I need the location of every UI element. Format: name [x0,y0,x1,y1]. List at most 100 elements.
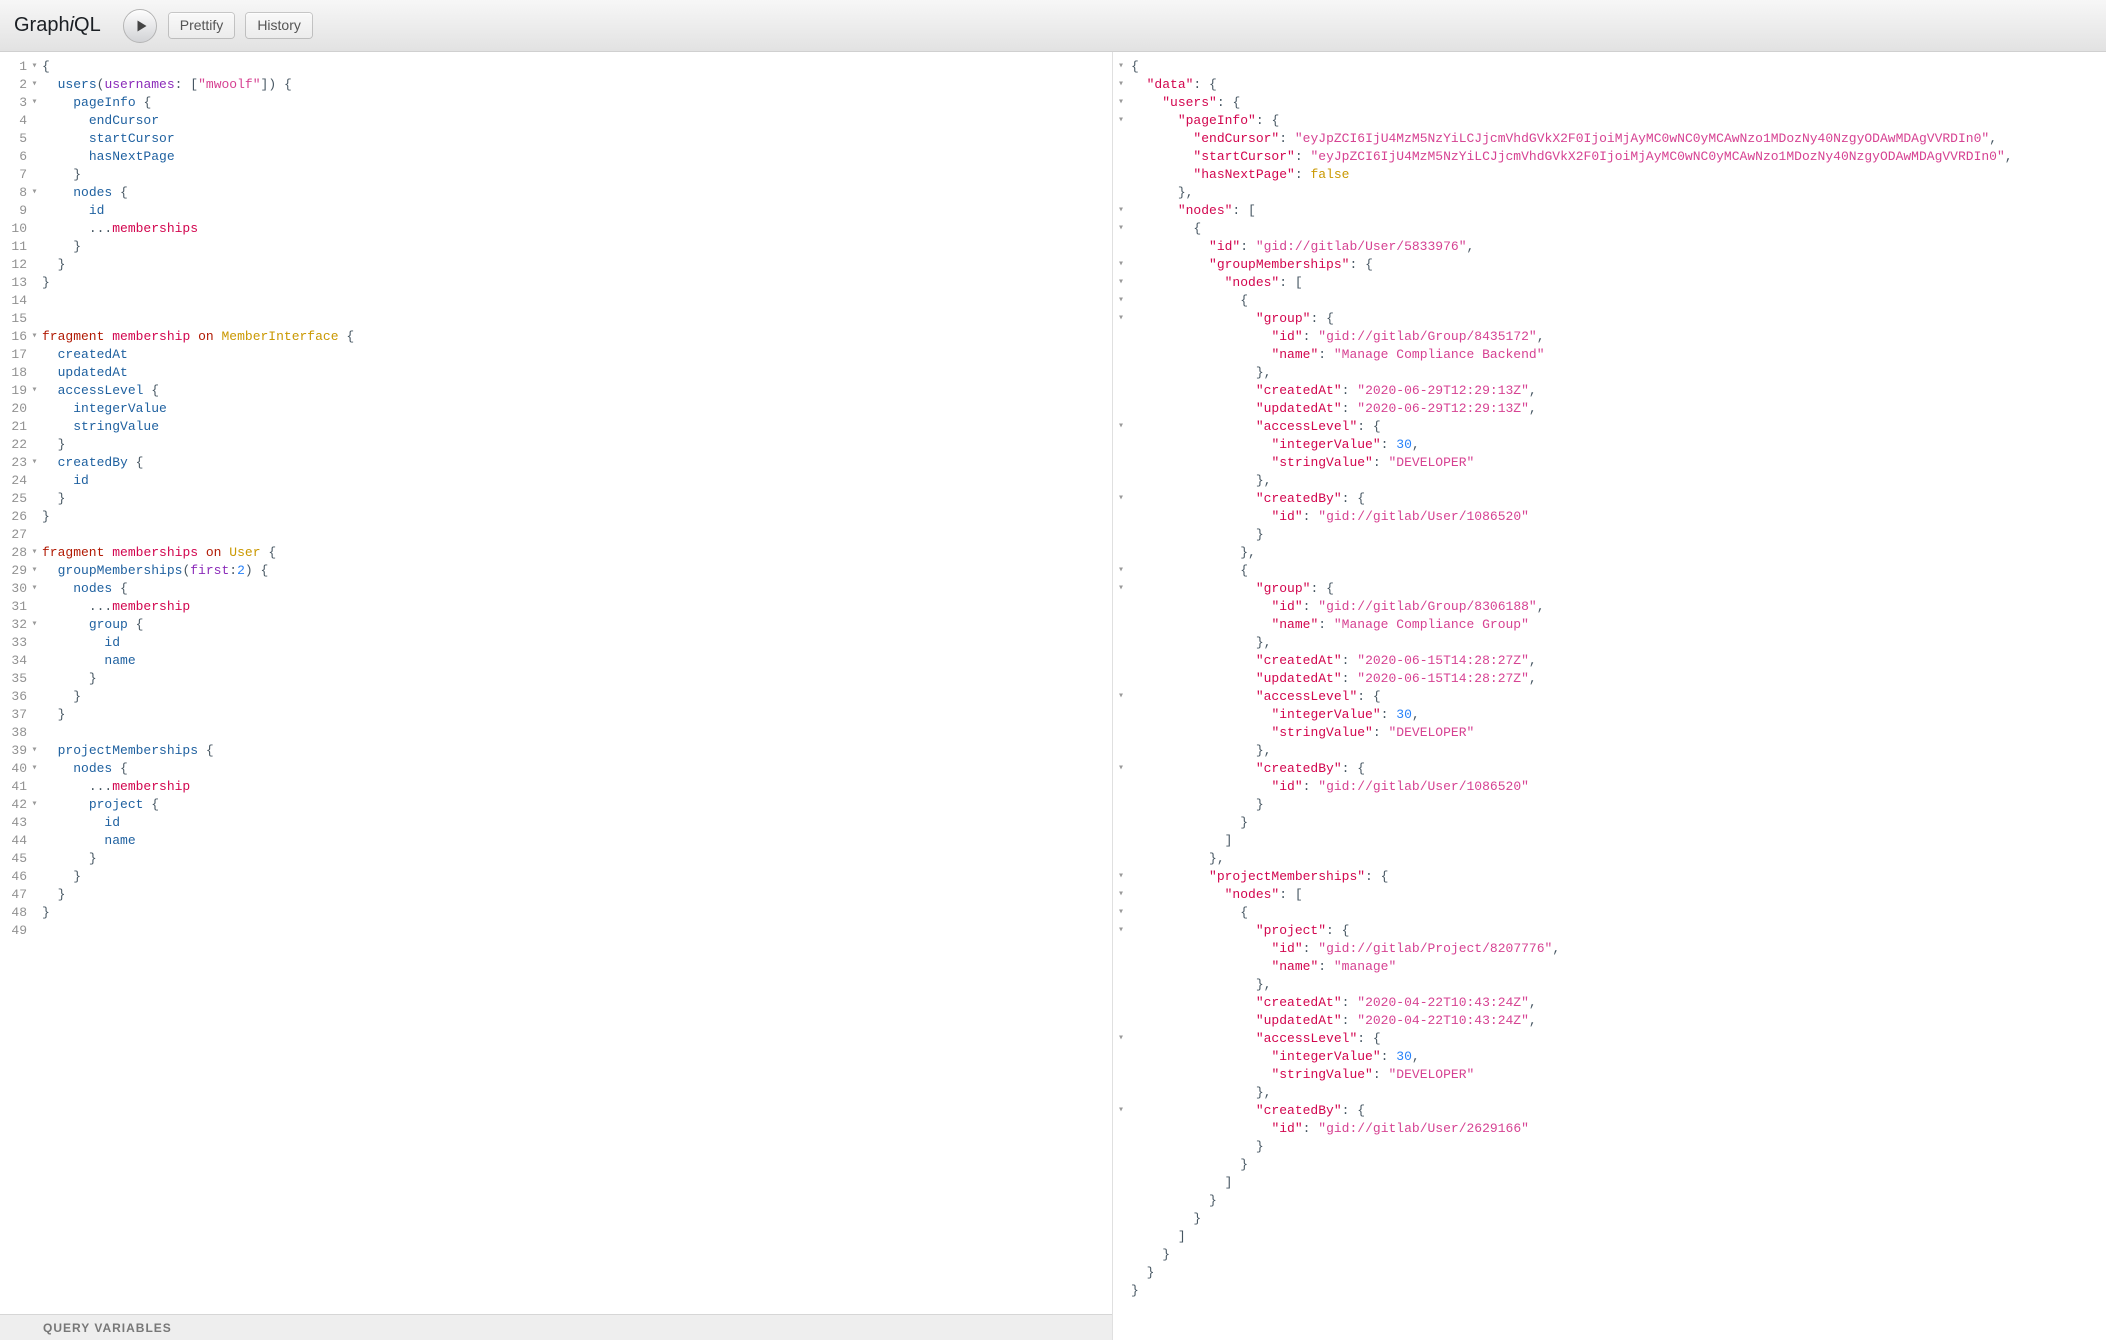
fold-toggle-icon[interactable]: ▾ [1117,259,1125,270]
fold-gutter-spacer [1113,1174,1129,1192]
fold-toggle-icon[interactable]: ▾ [31,79,38,90]
fold-toggle-icon[interactable]: ▾ [1117,1033,1125,1044]
code-text: nodes { [73,185,128,200]
code-text: }, [1240,545,1256,560]
fold-toggle-icon[interactable]: ▾ [1117,871,1125,882]
fold-gutter-spacer [1113,1138,1129,1156]
query-variables-bar[interactable]: QUERY VARIABLES [0,1314,1112,1340]
fold-toggle-icon[interactable]: ▾ [1117,115,1125,126]
history-button[interactable]: History [246,13,312,38]
fold-toggle-icon[interactable]: ▾ [1117,493,1125,504]
fold-gutter-spacer [27,166,42,184]
code-text: } [1240,815,1249,830]
fold-toggle-icon[interactable]: ▾ [1117,907,1125,918]
result-line: ▾ "nodes": [ [1113,202,2106,220]
fold-toggle-icon[interactable]: ▾ [1117,79,1125,90]
fold-gutter-spacer [27,850,42,868]
editor-line: 41 ...membership [0,778,1112,796]
result-line: ▾ "createdBy": { [1113,760,2106,778]
line-number: 23 [11,455,27,470]
query-editor-lines: 1▾{2▾ users(usernames: ["mwoolf"]) {3▾ p… [0,58,1112,940]
fold-toggle-icon[interactable]: ▾ [31,619,38,630]
code-text: endCursor [88,113,160,128]
code-text: nodes { [73,761,128,776]
editor-line: 47 } [0,886,1112,904]
fold-toggle-icon[interactable]: ▾ [31,745,38,756]
editor-line: 14 [0,292,1112,310]
fold-toggle-icon[interactable]: ▾ [31,97,38,108]
fold-gutter-spacer [1113,634,1129,652]
fold-toggle-icon[interactable]: ▾ [31,385,38,396]
fold-gutter-spacer [27,400,42,418]
editor-line: 48} [0,904,1112,922]
fold-toggle-icon[interactable]: ▾ [1117,763,1125,774]
line-number: 27 [11,527,27,542]
result-line: ▾{ [1113,58,2106,76]
execute-query-button[interactable] [122,8,157,43]
code-text: } [57,491,66,506]
fold-toggle-icon[interactable]: ▾ [1117,313,1125,324]
result-line: ▾ { [1113,904,2106,922]
code-text: "group": { [1255,311,1334,326]
fold-toggle-icon[interactable]: ▾ [1117,97,1125,108]
fold-toggle-icon[interactable]: ▾ [31,187,38,198]
fold-toggle-icon[interactable]: ▾ [1117,61,1125,72]
line-number: 47 [11,887,27,902]
result-viewer[interactable]: ▾{▾ "data": {▾ "users": {▾ "pageInfo": {… [1113,52,2106,1340]
fold-gutter-spacer [1113,850,1129,868]
result-line: "id": "gid://gitlab/Group/8306188", [1113,598,2106,616]
fold-toggle-icon[interactable]: ▾ [1117,691,1125,702]
fold-toggle-icon[interactable]: ▾ [1117,1105,1125,1116]
line-number: 39 [11,743,27,758]
code-text: "integerValue": 30, [1271,707,1420,722]
fold-toggle-icon[interactable]: ▾ [1117,295,1125,306]
fold-toggle-icon[interactable]: ▾ [31,763,38,774]
fold-toggle-icon[interactable]: ▾ [1117,421,1125,432]
code-text: "nodes": [ [1224,275,1303,290]
code-text: pageInfo { [73,95,152,110]
code-text: } [57,257,66,272]
result-line: }, [1113,634,2106,652]
line-number: 17 [11,347,27,362]
fold-gutter-spacer [1113,1066,1129,1084]
editor-line: 8▾ nodes { [0,184,1112,202]
fold-toggle-icon[interactable]: ▾ [31,565,38,576]
line-number: 6 [19,149,27,164]
fold-toggle-icon[interactable]: ▾ [1117,889,1125,900]
query-editor[interactable]: 1▾{2▾ users(usernames: ["mwoolf"]) {3▾ p… [0,52,1112,1314]
code-text: id [104,635,121,650]
editor-line: 31 ...membership [0,598,1112,616]
fold-gutter-spacer [27,868,42,886]
fold-gutter-spacer [1113,814,1129,832]
line-number: 45 [11,851,27,866]
fold-gutter-spacer [1113,778,1129,796]
code-text: ...memberships [88,221,199,236]
fold-toggle-icon[interactable]: ▾ [31,799,38,810]
result-line: "stringValue": "DEVELOPER" [1113,454,2106,472]
fold-toggle-icon[interactable]: ▾ [1117,925,1125,936]
line-number: 16 [11,329,27,344]
fold-gutter-spacer [27,148,42,166]
fold-toggle-icon[interactable]: ▾ [31,583,38,594]
fold-toggle-icon[interactable]: ▾ [1117,565,1125,576]
fold-toggle-icon[interactable]: ▾ [1117,205,1125,216]
editor-line: 15 [0,310,1112,328]
fold-toggle-icon[interactable]: ▾ [1117,277,1125,288]
line-number: 41 [11,779,27,794]
result-line: ] [1113,1174,2106,1192]
fold-toggle-icon[interactable]: ▾ [31,547,38,558]
fold-toggle-icon[interactable]: ▾ [1117,223,1125,234]
line-number: 9 [19,203,27,218]
code-text: { [1240,563,1249,578]
editor-line: 3▾ pageInfo { [0,94,1112,112]
fold-toggle-icon[interactable]: ▾ [31,61,38,72]
fold-toggle-icon[interactable]: ▾ [1117,583,1125,594]
result-line: } [1113,1264,2106,1282]
editor-line: 2▾ users(usernames: ["mwoolf"]) { [0,76,1112,94]
fold-gutter-spacer [27,490,42,508]
fold-gutter-spacer [1113,742,1129,760]
prettify-button[interactable]: Prettify [168,13,235,38]
line-number: 14 [11,293,27,308]
fold-toggle-icon[interactable]: ▾ [31,457,38,468]
fold-toggle-icon[interactable]: ▾ [31,331,38,342]
